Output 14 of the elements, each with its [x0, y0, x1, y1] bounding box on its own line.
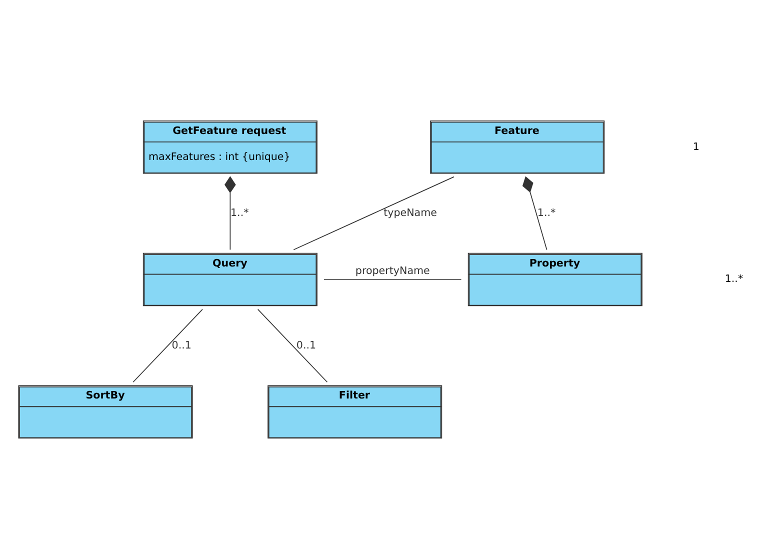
connector	[293, 176, 454, 250]
connector	[324, 279, 462, 280]
edge-label: 1..*	[230, 206, 249, 219]
edge-label: 1..*	[537, 206, 556, 219]
label: 1..*	[724, 273, 744, 286]
connector	[224, 176, 236, 250]
connector	[522, 176, 548, 250]
edge-label: typeName	[384, 206, 437, 219]
label: 1	[692, 140, 700, 153]
connector	[132, 308, 203, 383]
edge-label: 0..1	[296, 339, 316, 352]
edge-label: 0..1	[172, 339, 192, 352]
connector	[257, 308, 328, 383]
edge-label: propertyName	[355, 265, 430, 277]
